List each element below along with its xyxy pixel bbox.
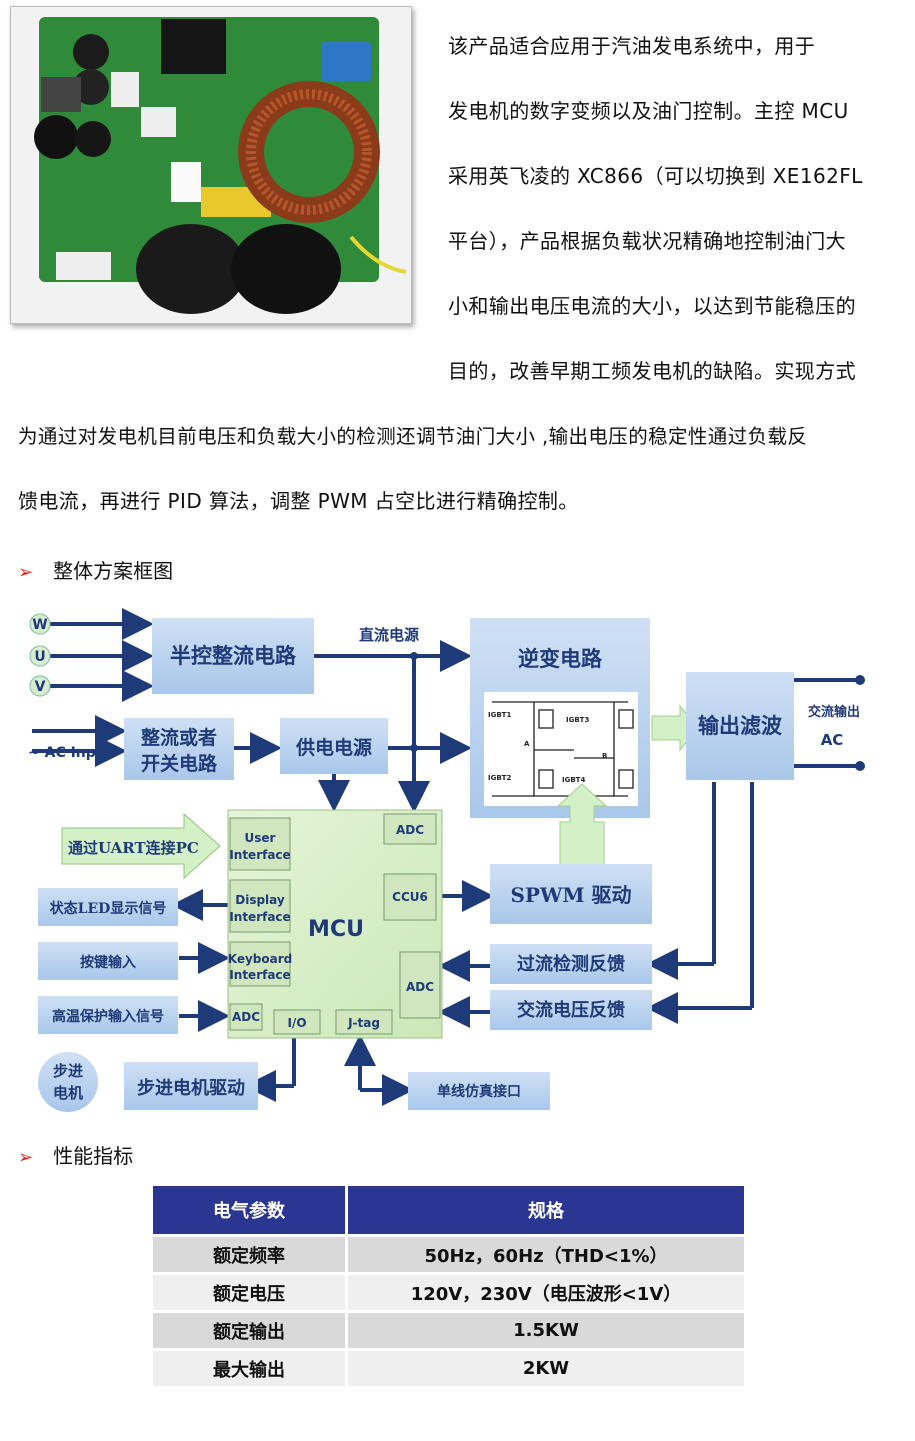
section-heading-specs: ➢ 性能指标 xyxy=(18,1140,133,1169)
svg-text:IGBT3: IGBT3 xyxy=(566,716,589,724)
uart-label: 通过UART连接PC xyxy=(68,839,199,857)
param-cell: 额定输出 xyxy=(153,1310,348,1348)
inverter-label: 逆变电路 xyxy=(518,646,603,671)
column-header: 规格 xyxy=(348,1186,744,1234)
svg-text:AC: AC xyxy=(821,731,844,749)
intro-full-line: 馈电流，再进行 PID 算法，调整 PWM 占空比进行精确控制。 xyxy=(18,489,579,513)
param-cell: 额定电压 xyxy=(153,1272,348,1310)
svg-text:Interface: Interface xyxy=(229,968,290,982)
intro-right-line: 小和输出电压电流的大小，以达到节能稳压的 xyxy=(448,294,856,318)
intro-right-line: 平台），产品根据负载状况精确地控制油门大 xyxy=(448,229,846,253)
arrow-bullet-icon: ➢ xyxy=(18,1147,34,1168)
value-cell: 50Hz，60Hz（THD<1%） xyxy=(348,1234,744,1272)
svg-text:I/O: I/O xyxy=(287,1016,306,1030)
svg-text:IGBT1: IGBT1 xyxy=(488,711,511,719)
svg-text:ADC: ADC xyxy=(232,1010,260,1024)
svg-text:W: W xyxy=(32,617,47,633)
svg-text:Display: Display xyxy=(235,893,285,907)
mcu-label: MCU xyxy=(308,917,364,942)
param-cell: 最大输出 xyxy=(153,1348,348,1386)
svg-text:Interface: Interface xyxy=(229,910,290,924)
phase-labels: W U V xyxy=(29,613,51,697)
section-heading-diagram: ➢ 整体方案框图 xyxy=(18,555,173,584)
svg-text:高温保护输入信号: 高温保护输入信号 xyxy=(52,1008,164,1025)
svg-text:整流或者: 整流或者 xyxy=(141,726,217,749)
ac-input-label: ~ AC Input xyxy=(28,745,113,761)
section-title: 整体方案框图 xyxy=(53,559,174,583)
dc-source-label: 直流电源 xyxy=(359,626,419,644)
value-cell: 2KW xyxy=(348,1348,744,1386)
value-cell: 1.5KW xyxy=(348,1310,744,1348)
value-cell: 120V，230V（电压波形<1V） xyxy=(348,1272,744,1310)
svg-text:按键输入: 按键输入 xyxy=(80,954,136,971)
svg-text:开关电路: 开关电路 xyxy=(141,752,218,775)
power-supply-label: 供电电源 xyxy=(295,736,372,759)
table-row: 最大输出 2KW xyxy=(153,1348,744,1386)
svg-text:U: U xyxy=(34,649,45,665)
spwm-label: SPWM 驱动 xyxy=(510,883,631,907)
svg-text:单线仿真接口: 单线仿真接口 xyxy=(437,1083,521,1100)
section-title: 性能指标 xyxy=(53,1144,134,1168)
svg-text:ADC: ADC xyxy=(396,823,424,837)
table-header-row: 电气参数 规格 xyxy=(153,1186,744,1234)
svg-text:Interface: Interface xyxy=(229,848,290,862)
svg-text:ADC: ADC xyxy=(406,980,434,994)
output-filter-label: 输出滤波 xyxy=(698,713,783,738)
intro-full-line: 为通过对发电机目前电压和负载大小的检测还调节油门大小 ,输出电压的稳定性通过负载… xyxy=(18,425,808,448)
svg-text:J-tag: J-tag xyxy=(347,1016,380,1030)
svg-text:步进: 步进 xyxy=(53,1062,83,1080)
svg-text:交流电压反馈: 交流电压反馈 xyxy=(517,999,625,1021)
half-rectifier-label: 半控整流电路 xyxy=(170,643,297,668)
svg-text:步进电机驱动: 步进电机驱动 xyxy=(137,1077,245,1099)
intro-right-line: 采用英飞凌的 XC866（可以切换到 XE162FL xyxy=(448,164,863,188)
table-row: 额定频率 50Hz，60Hz（THD<1%） xyxy=(153,1234,744,1272)
column-header: 电气参数 xyxy=(153,1186,348,1234)
svg-text:A: A xyxy=(524,740,530,748)
svg-text:IGBT4: IGBT4 xyxy=(562,776,585,784)
intro-right-line: 发电机的数字变频以及油门控制。主控 MCU xyxy=(448,99,849,123)
intro-right-line: 该产品适合应用于汽油发电系统中，用于 xyxy=(448,34,816,58)
svg-text:状态LED显示信号: 状态LED显示信号 xyxy=(50,900,167,917)
product-photo xyxy=(10,6,412,324)
svg-text:V: V xyxy=(35,679,46,695)
svg-text:User: User xyxy=(245,831,276,845)
table-row: 额定输出 1.5KW xyxy=(153,1310,744,1348)
intro-right-line: 目的，改善早期工频发电机的缺陷。实现方式 xyxy=(448,359,856,383)
param-cell: 额定频率 xyxy=(153,1234,348,1272)
svg-text:交流输出: 交流输出 xyxy=(808,704,860,720)
spec-table: 电气参数 规格 额定频率 50Hz，60Hz（THD<1%） 额定电压 120V… xyxy=(153,1186,744,1386)
svg-text:电机: 电机 xyxy=(53,1084,83,1102)
table-row: 额定电压 120V，230V（电压波形<1V） xyxy=(153,1272,744,1310)
svg-text:CCU6: CCU6 xyxy=(392,890,428,904)
svg-text:过流检测反馈: 过流检测反馈 xyxy=(517,953,625,975)
svg-text:B: B xyxy=(602,752,607,760)
arrow-bullet-icon: ➢ xyxy=(18,562,34,583)
svg-text:Keyboard: Keyboard xyxy=(228,952,293,966)
svg-text:IGBT2: IGBT2 xyxy=(488,774,511,782)
